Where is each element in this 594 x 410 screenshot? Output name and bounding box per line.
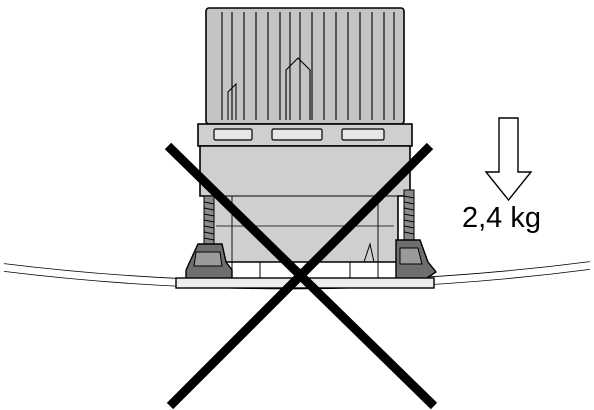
prohibition-x-icon — [164, 142, 438, 410]
arrow-down-icon — [484, 117, 533, 202]
trim-details — [231, 242, 379, 278]
right-spring-clip — [395, 189, 438, 281]
light-fixture — [175, 7, 438, 289]
weight-label: 2,4 kg — [462, 202, 541, 234]
collar-slots — [213, 128, 385, 141]
left-spring-clip — [185, 195, 233, 281]
cooling-ribs — [221, 12, 395, 120]
